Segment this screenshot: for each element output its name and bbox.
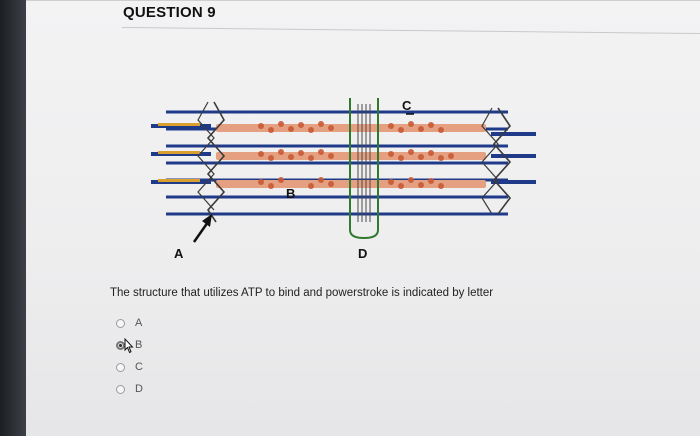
label-b: B [286, 186, 295, 201]
option-label-d: D [135, 383, 143, 395]
d-bracket [349, 98, 379, 240]
monitor-bezel [0, 0, 26, 436]
right-filament-ends [491, 132, 536, 184]
mouse-pointer-icon [124, 338, 134, 354]
option-c[interactable]: C [116, 356, 143, 378]
z-line-right [492, 107, 512, 215]
header-divider [121, 27, 700, 35]
z-line-right-inner [481, 107, 499, 215]
arrow-a [192, 214, 212, 243]
option-d[interactable]: D [116, 378, 143, 400]
radio-a[interactable] [116, 318, 125, 328]
screen: QUESTION 9 [26, 0, 700, 436]
option-label-b: B [135, 339, 143, 351]
option-b[interactable]: B [116, 334, 143, 356]
question-text: The structure that utilizes ATP to bind … [110, 287, 494, 299]
label-a: A [174, 246, 184, 261]
radio-d[interactable] [116, 384, 125, 394]
radio-b-selected[interactable] [116, 340, 125, 350]
radio-c[interactable] [116, 362, 125, 372]
option-label-c: C [135, 361, 143, 373]
label-c: C [402, 98, 412, 113]
top-border [26, 0, 700, 1]
z-line-left-inner [197, 101, 215, 211]
option-a[interactable]: A [116, 312, 143, 334]
left-end-beads [158, 123, 200, 182]
question-title: QUESTION 9 [123, 4, 216, 21]
myosin-heads [258, 121, 454, 189]
answer-options: A B C D [116, 312, 143, 400]
label-d: D [358, 246, 367, 261]
option-label-a: A [135, 317, 143, 329]
sarcomere-diagram: A B C D [151, 98, 536, 261]
m-line [357, 104, 371, 222]
